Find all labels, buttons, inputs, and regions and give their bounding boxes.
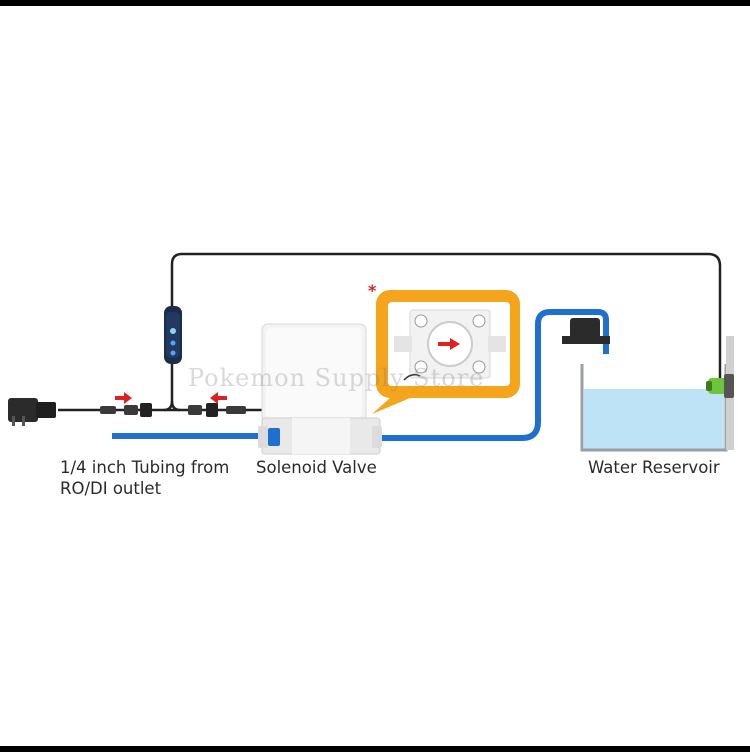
float-sensor-icon <box>706 374 734 398</box>
inset-marker: * <box>368 281 377 300</box>
solenoid-valve-icon <box>258 323 382 455</box>
sensor-cable <box>170 252 722 378</box>
system-diagram <box>8 252 734 455</box>
controller-cable <box>170 360 181 412</box>
power-adapter-icon <box>8 398 56 426</box>
flow-arrow-left <box>115 392 132 404</box>
valve-label: Solenoid Valve <box>256 458 377 477</box>
diagram-stage: Pokemon Supply Store * 1/4 inch Tubing f… <box>0 6 750 746</box>
tubing-label: 1/4 inch Tubing from RO/DI outlet <box>60 458 230 498</box>
watermark-text: Pokemon Supply Store <box>188 364 485 392</box>
tubing-drop <box>584 309 609 354</box>
plug-left <box>100 403 152 417</box>
tubing-outlet <box>375 309 587 441</box>
reservoir-label: Water Reservoir <box>588 458 720 477</box>
tube-holder-icon <box>562 318 610 344</box>
valve-detail-inset <box>372 290 520 414</box>
plug-right <box>188 403 246 417</box>
flow-arrow-right <box>210 392 227 404</box>
controller-icon <box>164 306 182 364</box>
